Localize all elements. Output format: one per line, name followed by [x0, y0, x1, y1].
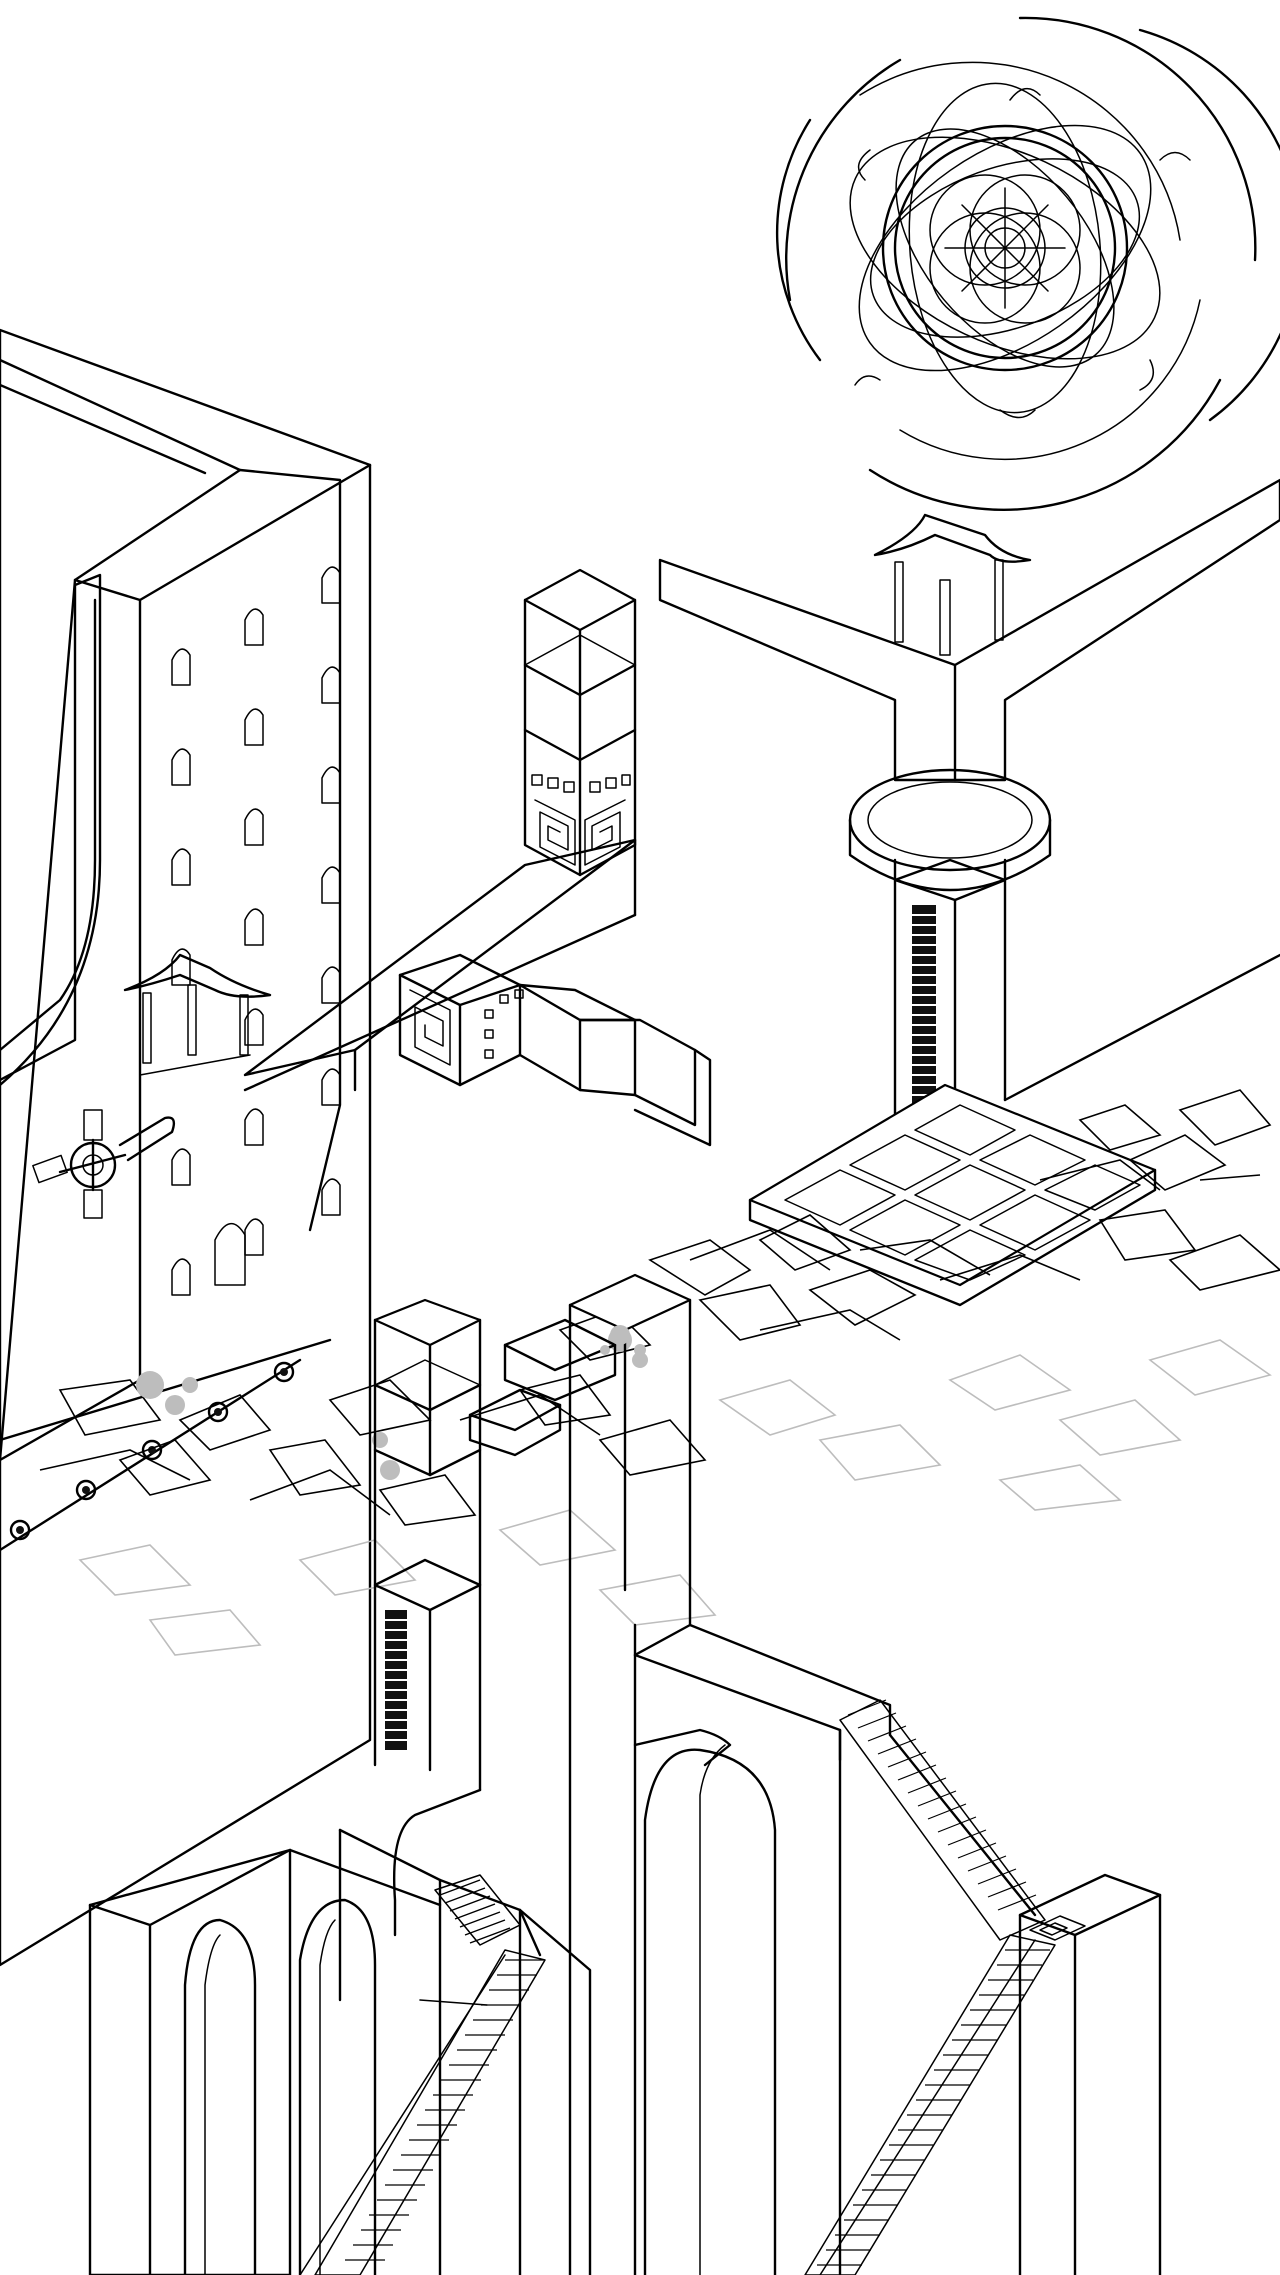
lower-right-arches: [633, 1699, 1162, 2275]
conveyor-rail: [0, 1338, 332, 1552]
bridge-and-cubes: [243, 568, 712, 1147]
pagoda-roof-icon: [873, 513, 1032, 656]
spiral-sun-icon: [775, 16, 1280, 511]
left-tower: [0, 328, 372, 1967]
lower-left-arches: [88, 1788, 592, 2275]
meander-pattern-icon: [531, 774, 631, 866]
right-structure: [658, 478, 1280, 1307]
staircase-icon: [299, 1874, 546, 2275]
staircase-icon: [839, 1699, 1046, 1941]
shattered-platform: [39, 1089, 1280, 1656]
tower-windows: [171, 566, 341, 1296]
pagoda-roof-icon: [123, 953, 272, 1076]
central-columns: [373, 1273, 1037, 2275]
staircase-icon: [804, 1934, 1056, 2275]
staircase-icon: [385, 1610, 407, 1750]
crank-handle-icon: [32, 1109, 176, 1219]
